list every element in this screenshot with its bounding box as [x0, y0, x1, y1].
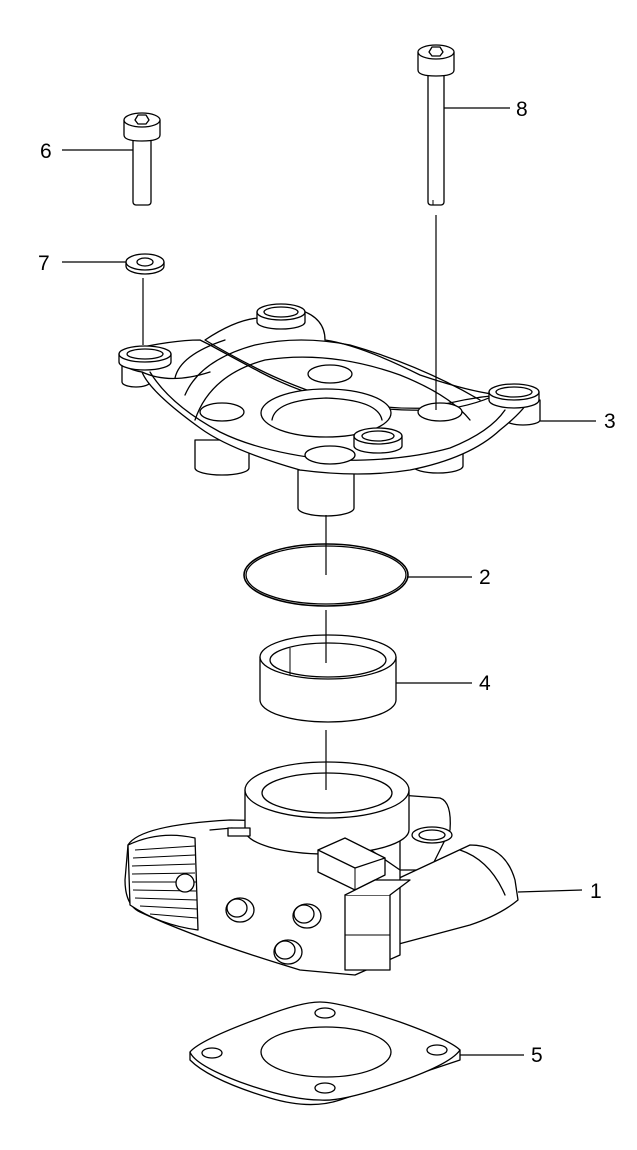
- callout-label-4: 4: [479, 672, 491, 695]
- part-6-short-cap-screw: [123, 112, 161, 206]
- callout-1: 1: [517, 880, 602, 903]
- part-5-flange-gasket: [189, 1001, 461, 1106]
- part-4-sleeve-ring: [259, 634, 397, 723]
- part-7-washer: [125, 253, 165, 275]
- callout-label-8: 8: [516, 98, 528, 121]
- part-1-throttle-body: [124, 761, 519, 976]
- callout-8: 8: [444, 98, 528, 121]
- assembly-axis-lines: [142, 215, 437, 790]
- callout-label-2: 2: [479, 566, 491, 589]
- callout-2: 2: [408, 566, 491, 589]
- callout-label-7: 7: [38, 252, 50, 275]
- callout-4: 4: [396, 672, 491, 695]
- part-3-cover-plate: [118, 303, 541, 517]
- callout-6: 6: [40, 140, 133, 163]
- callout-label-3: 3: [604, 410, 616, 433]
- callout-3: 3: [540, 410, 616, 433]
- callout-label-6: 6: [40, 140, 52, 163]
- callout-label-1: 1: [590, 880, 602, 903]
- callout-7: 7: [38, 252, 126, 275]
- part-8-long-cap-screw: [417, 44, 455, 206]
- callout-5: 5: [460, 1044, 543, 1067]
- callout-label-5: 5: [531, 1044, 543, 1067]
